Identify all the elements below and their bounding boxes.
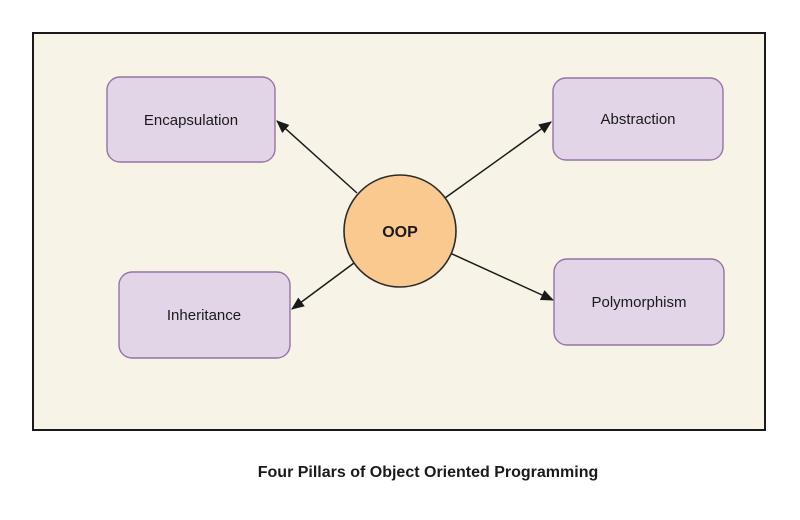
- node-abstraction-box: [552, 77, 724, 161]
- node-inheritance-label: Inheritance: [167, 307, 241, 324]
- diagram-caption: Four Pillars of Object Oriented Programm…: [258, 464, 599, 481]
- node-inheritance: Inheritance: [118, 271, 291, 359]
- node-polymorphism: Polymorphism: [553, 258, 725, 346]
- node-polymorphism-label: Polymorphism: [591, 294, 686, 311]
- node-encapsulation-box: [106, 76, 276, 163]
- node-abstraction: Abstraction: [552, 77, 724, 161]
- node-inheritance-box: [118, 271, 291, 359]
- arrow-oop-to-inheritance: [291, 262, 355, 310]
- arrow-oop-to-encapsulation: [276, 120, 358, 194]
- node-oop-label: OOP: [382, 224, 418, 241]
- node-oop-center: OOP: [343, 174, 457, 288]
- node-polymorphism-box: [553, 258, 725, 346]
- arrow-oop-to-polymorphism: [449, 252, 554, 301]
- node-abstraction-label: Abstraction: [600, 111, 675, 128]
- arrow-oop-to-abstraction: [444, 121, 552, 199]
- node-encapsulation: Encapsulation: [106, 76, 276, 163]
- node-oop-circle: [343, 174, 457, 288]
- node-encapsulation-label: Encapsulation: [144, 112, 238, 129]
